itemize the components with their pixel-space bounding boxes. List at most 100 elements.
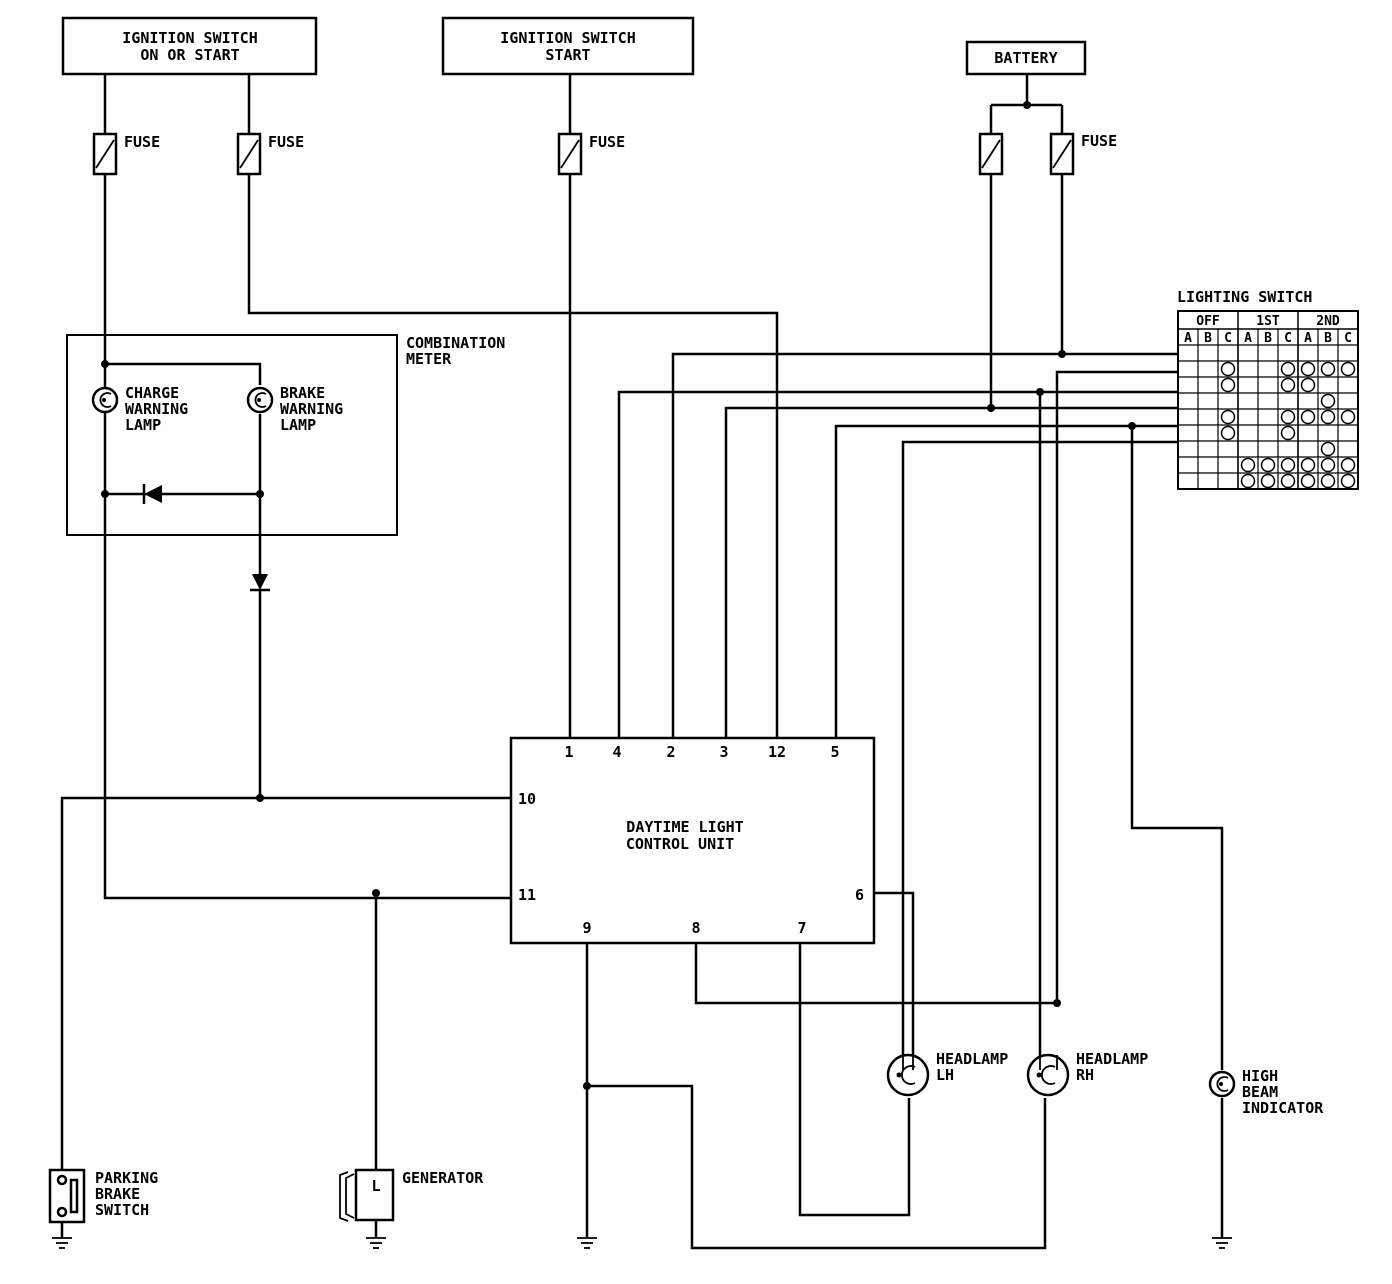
high-beam-line-3: INDICATOR — [1242, 1099, 1324, 1117]
switch-contact-mark — [1220, 425, 1236, 441]
ign-on-start-line-2: ON OR START — [140, 46, 239, 64]
pin-5-label: 5 — [830, 743, 839, 761]
switch-contact-mark — [1240, 457, 1256, 473]
charge-lamp-line-1: CHARGE — [125, 384, 179, 402]
pin-3-label: 3 — [719, 743, 728, 761]
ignition-switch-on-or-start: IGNITION SWITCH ON OR START — [61, 16, 318, 76]
switch-contact-mark — [1300, 457, 1316, 473]
pin-4-label: 4 — [612, 743, 621, 761]
switch-contact-mark — [1220, 409, 1236, 425]
charge-warning-lamp-icon — [91, 386, 119, 414]
daytime-light-control-unit: DAYTIME LIGHT CONTROL UNIT 1 4 2 3 12 5 … — [509, 736, 876, 945]
pin-10-label: 10 — [518, 790, 536, 808]
ign-start-line-1: IGNITION SWITCH — [500, 29, 635, 47]
meter-title-line-2: METER — [406, 350, 452, 368]
parking-brake-line-1: PARKING — [95, 1169, 158, 1187]
generator-terminal-label: L — [371, 1177, 380, 1195]
switch-column-label: B — [1324, 331, 1332, 346]
fuse-2-label: FUSE — [268, 133, 304, 151]
switch-contact-mark — [1280, 457, 1296, 473]
ground-symbols — [52, 1237, 1232, 1249]
fuse-3: FUSE — [557, 132, 625, 176]
brake-warning-lamp-icon — [246, 386, 274, 414]
parking-brake-line-3: SWITCH — [95, 1201, 149, 1219]
ignition-switch-start: IGNITION SWITCH START — [441, 16, 695, 76]
switch-column-label: C — [1344, 331, 1352, 346]
fuse-1-label: FUSE — [124, 133, 160, 151]
pin-2-label: 2 — [666, 743, 675, 761]
ground-icon — [1212, 1237, 1232, 1249]
switch-contact-mark — [1220, 377, 1236, 393]
brake-lamp-line-3: LAMP — [280, 416, 316, 434]
headlamp-lh: HEADLAMP LH — [886, 1050, 1008, 1097]
switch-column-label: A — [1244, 331, 1252, 346]
switch-contact-mark — [1340, 457, 1356, 473]
switch-contact-mark — [1340, 409, 1356, 425]
high-beam-line-1: HIGH — [1242, 1067, 1278, 1085]
ign-on-start-line-1: IGNITION SWITCH — [122, 29, 257, 47]
switch-contact-mark — [1280, 409, 1296, 425]
headlamp-rh-line-1: HEADLAMP — [1076, 1050, 1148, 1068]
switch-column-label: B — [1204, 331, 1212, 346]
meter-diode-icon — [142, 484, 162, 504]
high-beam-indicator-icon — [1208, 1070, 1236, 1098]
switch-contact-mark — [1280, 425, 1296, 441]
headlamp-lh-line-2: LH — [936, 1066, 954, 1084]
control-unit-title-2: CONTROL UNIT — [626, 835, 734, 853]
headlamp-rh-icon — [1026, 1053, 1070, 1097]
switch-contact-mark — [1300, 361, 1316, 377]
fuse-2: FUSE — [236, 132, 304, 176]
wires — [60, 74, 1224, 1250]
lighting-switch-title: LIGHTING SWITCH — [1177, 288, 1312, 306]
switch-column-label: C — [1224, 331, 1232, 346]
ground-icon — [52, 1237, 72, 1249]
switch-contact-mark — [1300, 473, 1316, 489]
switch-contact-mark — [1280, 377, 1296, 393]
switch-contact-mark — [1280, 473, 1296, 489]
pin-6-label: 6 — [855, 886, 864, 904]
headlamp-lh-line-1: HEADLAMP — [936, 1050, 1008, 1068]
parking-brake-switch-icon — [48, 1168, 86, 1224]
headlamp-rh: HEADLAMP RH — [1026, 1050, 1148, 1097]
switch-contact-mark — [1340, 361, 1356, 377]
ground-icon — [577, 1237, 597, 1249]
charge-lamp-line-2: WARNING — [125, 400, 188, 418]
switch-contact-mark — [1320, 457, 1336, 473]
fuse-5: FUSE — [1049, 132, 1117, 176]
switch-contact-mark — [1320, 473, 1336, 489]
switch-contact-mark — [1320, 361, 1336, 377]
brake-lamp-line-1: BRAKE — [280, 384, 325, 402]
splice-dots — [101, 101, 1136, 1090]
switch-contact-mark — [1280, 361, 1296, 377]
switch-contact-mark — [1220, 361, 1236, 377]
switch-position-2: 1ST — [1256, 314, 1280, 329]
parking-brake-switch: PARKING BRAKE SWITCH — [48, 1168, 158, 1224]
headlamp-lh-icon — [886, 1053, 930, 1097]
switch-contact-mark — [1320, 441, 1336, 457]
switch-contact-mark — [1300, 409, 1316, 425]
switch-contact-mark — [1260, 473, 1276, 489]
fuse-4 — [978, 132, 1004, 176]
parking-brake-line-2: BRAKE — [95, 1185, 140, 1203]
generator-label: GENERATOR — [402, 1169, 484, 1187]
pin-8-label: 8 — [691, 919, 700, 937]
switch-position-1: OFF — [1196, 314, 1220, 329]
fuse-5-label: FUSE — [1081, 132, 1117, 150]
battery-label: BATTERY — [994, 49, 1057, 67]
switch-column-label: C — [1284, 331, 1292, 346]
pin-1-label: 1 — [564, 743, 573, 761]
fuse-3-label: FUSE — [589, 133, 625, 151]
control-unit-title-1: DAYTIME LIGHT — [626, 818, 743, 836]
switch-column-label: A — [1304, 331, 1312, 346]
ground-icon — [366, 1237, 386, 1249]
switch-contact-mark — [1320, 409, 1336, 425]
pin-9-label: 9 — [582, 919, 591, 937]
pin-12-label: 12 — [768, 743, 786, 761]
ign-start-line-2: START — [545, 46, 590, 64]
high-beam-line-2: BEAM — [1242, 1083, 1278, 1101]
switch-contact-mark — [1240, 473, 1256, 489]
high-beam-indicator: HIGH BEAM INDICATOR — [1208, 1067, 1324, 1117]
battery: BATTERY — [965, 40, 1087, 76]
switch-position-3: 2ND — [1316, 314, 1340, 329]
